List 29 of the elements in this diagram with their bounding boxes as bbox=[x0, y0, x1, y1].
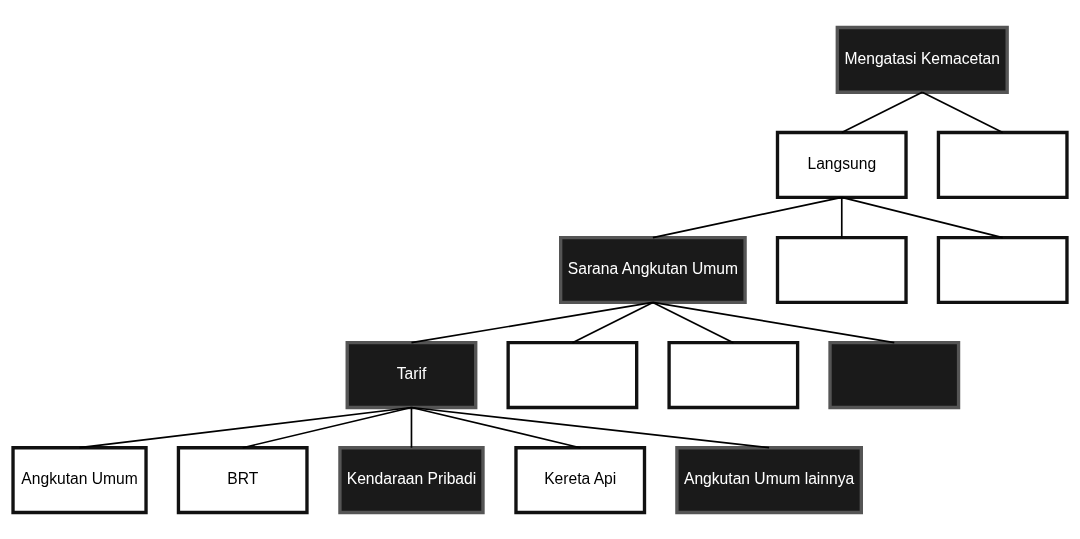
connector bbox=[571, 301, 654, 343]
node-box: Kereta Api bbox=[514, 445, 647, 514]
node-box: Tarif bbox=[345, 340, 478, 409]
connector bbox=[410, 406, 413, 449]
connector bbox=[652, 196, 843, 238]
node-box: Angkutan Umum bbox=[11, 445, 148, 514]
node-box bbox=[936, 235, 1069, 304]
connector bbox=[840, 196, 1004, 238]
connector bbox=[410, 301, 654, 343]
node-box: BRT bbox=[176, 445, 309, 514]
node-box: Sarana Angkutan Umum bbox=[559, 235, 747, 304]
node-box bbox=[775, 235, 908, 304]
connector bbox=[410, 406, 582, 449]
node-box bbox=[936, 130, 1069, 199]
connector bbox=[840, 196, 843, 238]
node-box: Mengatasi Kemacetan bbox=[835, 25, 1009, 94]
connector bbox=[652, 301, 735, 343]
connector bbox=[652, 301, 896, 343]
node-box: Langsung bbox=[775, 130, 908, 199]
node-box: Angkutan Umum lainnya bbox=[675, 445, 863, 514]
node-box: Kendaraan Pribadi bbox=[338, 445, 485, 514]
connector bbox=[921, 90, 1004, 133]
connector bbox=[410, 406, 770, 449]
connector bbox=[840, 90, 924, 133]
node-box bbox=[506, 340, 639, 409]
node-box bbox=[828, 340, 961, 409]
connector bbox=[78, 406, 413, 449]
node-box bbox=[667, 340, 800, 409]
connector bbox=[241, 406, 413, 449]
